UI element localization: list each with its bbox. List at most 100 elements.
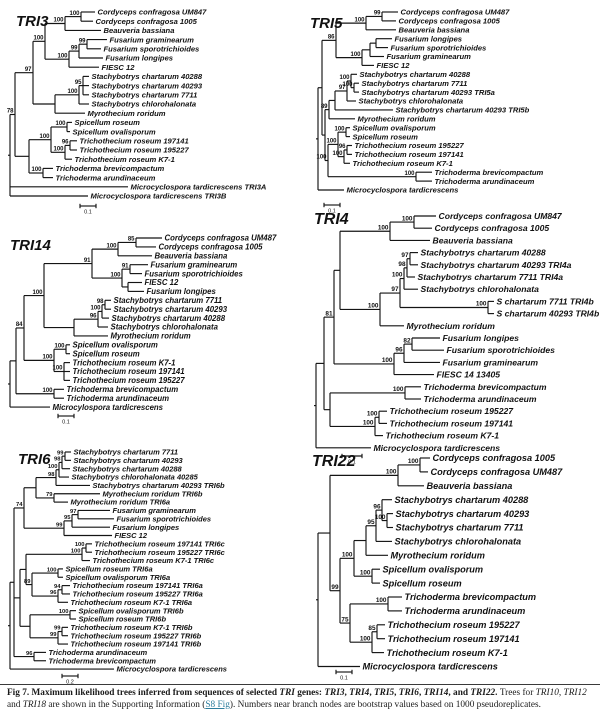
taxon-label: Trichothecium roseum K7-1 [73, 358, 176, 367]
taxon-label: FIESC 12 [377, 61, 411, 70]
taxon-label: Microcyclospora tardicrescens [117, 665, 227, 674]
caption-segment: TRI6 [398, 688, 419, 698]
bootstrap-value: 99 [57, 450, 64, 456]
bootstrap-value: 97 [339, 85, 346, 91]
bootstrap-value: 89 [321, 104, 328, 110]
taxon-label: Fusarium longipes [106, 54, 174, 63]
taxon-label: Fusarium graminearum [443, 357, 539, 367]
taxon-label: Myrothecium roridum TRI6b [103, 489, 203, 498]
tree-title: TRI5 [310, 15, 343, 32]
taxon-label: Trichothecium roseum 197141 [388, 634, 520, 644]
caption-segment: Trees for [499, 688, 536, 698]
bootstrap-value: 99 [71, 45, 78, 51]
taxon-label: Trichoderma brevicompactum [405, 592, 537, 602]
taxon-label: FIESC 12 [145, 278, 179, 287]
taxon-label: Microcyclospora tardicrescens TRI3B [91, 192, 227, 201]
taxon-label: Cordyceps confragosa 1005 [433, 453, 556, 463]
taxon-label: Stachybotrys chlorohalonata [111, 323, 219, 332]
taxon-label: Fusarium graminearum [151, 260, 238, 269]
bootstrap-value: 97 [25, 67, 32, 73]
taxon-label: Fusarium sporotrichioides [104, 44, 200, 53]
taxon-label: Spicellum ovalisporum TRI6a [66, 573, 171, 582]
bootstrap-value: 98 [54, 457, 61, 463]
bootstrap-value: 100 [404, 171, 415, 177]
taxon-label: Trichothecium roseum K7-1 [386, 431, 500, 441]
taxon-label: Trichothecium roseum 195227 [390, 406, 515, 416]
figure-caption: Fig 7. Maximum likelihood trees inferred… [0, 684, 600, 712]
taxon-label: Stachybotrys chartarum 40293 TRI5b [396, 106, 530, 115]
taxon-label: Microcyclospora tardicrescens [374, 443, 501, 453]
caption-segment: TRI [279, 688, 295, 698]
bootstrap-value: 100 [476, 301, 487, 308]
taxon-label: Spicellum roseum [73, 349, 140, 358]
taxon-label: Spicellum roseum [75, 118, 141, 127]
taxon-label: Fusarium longipes [395, 34, 463, 43]
bootstrap-value: 86 [328, 35, 335, 41]
taxon-label: Beauveria bassiana [399, 25, 470, 34]
taxon-label: Stachybotrys chlorohalonata [92, 100, 197, 109]
bootstrap-value: 100 [53, 147, 64, 153]
bootstrap-value: 100 [326, 139, 337, 145]
bootstrap-value: 100 [382, 357, 393, 364]
bootstrap-value: 85 [128, 237, 135, 243]
bootstrap-value: 81 [325, 310, 333, 317]
caption-segment: , [558, 688, 564, 698]
caption-segment: TRI4 [349, 688, 370, 698]
bootstrap-value: 91 [84, 258, 91, 264]
taxon-label: Fusarium graminearum [110, 35, 195, 44]
taxon-label: Stachybotrys chartarum 40288 [395, 495, 530, 505]
taxon-label: Spicellum ovalisporum [383, 564, 484, 574]
caption-link-s8-fig[interactable]: S8 Fig [205, 699, 230, 710]
caption-segment: are shown in the Supporting Information … [46, 699, 206, 710]
bootstrap-value: 91 [122, 263, 129, 269]
taxon-label: Stachybotrys chartarum 40288 [73, 464, 183, 473]
bootstrap-value: 100 [55, 121, 66, 127]
taxon-label: Stachybotrys chartarum 7711 [396, 523, 524, 533]
taxon-label: FIESC 12 [102, 63, 136, 72]
bootstrap-value: 100 [316, 155, 327, 161]
bootstrap-value: 94 [54, 584, 61, 590]
taxon-label: Stachybotrys chartarum 40288 [421, 248, 546, 258]
taxon-label: Cordyceps confragosa UM487 [401, 8, 511, 17]
taxon-label: Trichothecium roseum K7-1 TRI6c [93, 556, 215, 565]
taxon-label: Stachybotrys chartarum 40288 [360, 70, 471, 79]
bootstrap-value: 98 [48, 472, 55, 478]
taxon-label: Trichothecium roseum 195227 TRI6a [73, 590, 203, 599]
bootstrap-value: 100 [54, 343, 65, 349]
bootstrap-value: 98 [398, 261, 406, 268]
bootstrap-value: 100 [33, 36, 44, 42]
taxon-label: Fusarium graminearum [113, 506, 197, 515]
taxon-label: Trichothecium roseum 197141 TRI6a [73, 581, 203, 590]
taxon-label: Cordyceps confragosa 1005 [399, 17, 501, 26]
bootstrap-value: 100 [339, 75, 350, 81]
taxon-label: Microcylospora tardicrescens [53, 403, 164, 412]
bootstrap-value: 96 [395, 346, 403, 353]
bootstrap-value: 84 [16, 322, 23, 328]
taxon-label: Fusarium sporotrichioides [145, 269, 244, 278]
taxon-label: Trichothecium roseum 195227 TRI6c [95, 548, 226, 557]
bootstrap-value: 100 [39, 134, 50, 140]
taxon-label: Beauveria bassiana [427, 481, 513, 491]
taxon-label: Trichothecium roseum K7-1 [353, 159, 453, 168]
bootstrap-value: 100 [57, 53, 68, 59]
taxon-label: Spicellum ovalisporum [353, 123, 436, 132]
caption-segment: Fig 7. Maximum likelihood trees inferred… [7, 688, 280, 698]
caption-segment: TRI22 [470, 688, 496, 698]
taxon-label: Myrothecium roridum [358, 114, 436, 123]
taxon-label: Trichoderma arundinaceum [49, 648, 148, 657]
taxon-label: Spicellum roseum [353, 132, 419, 141]
taxon-label: Cordyceps confragosa UM847 [98, 8, 208, 17]
scale-bar-label: 0.1 [340, 676, 348, 682]
taxon-label: Stachybotrys chlorohalonata [359, 97, 464, 106]
figure-caption-text: Fig 7. Maximum likelihood trees inferred… [7, 688, 587, 710]
taxon-label: Trichothecium roseum 197141 [390, 418, 514, 428]
taxon-label: Trichothecium roseum 197141 [73, 367, 185, 376]
taxon-label: Myrothecium roridum [391, 551, 485, 561]
bootstrap-value: 100 [52, 366, 63, 372]
tree-title: TRI14 [10, 237, 52, 254]
taxon-label: Spicellum roseum [383, 578, 462, 588]
